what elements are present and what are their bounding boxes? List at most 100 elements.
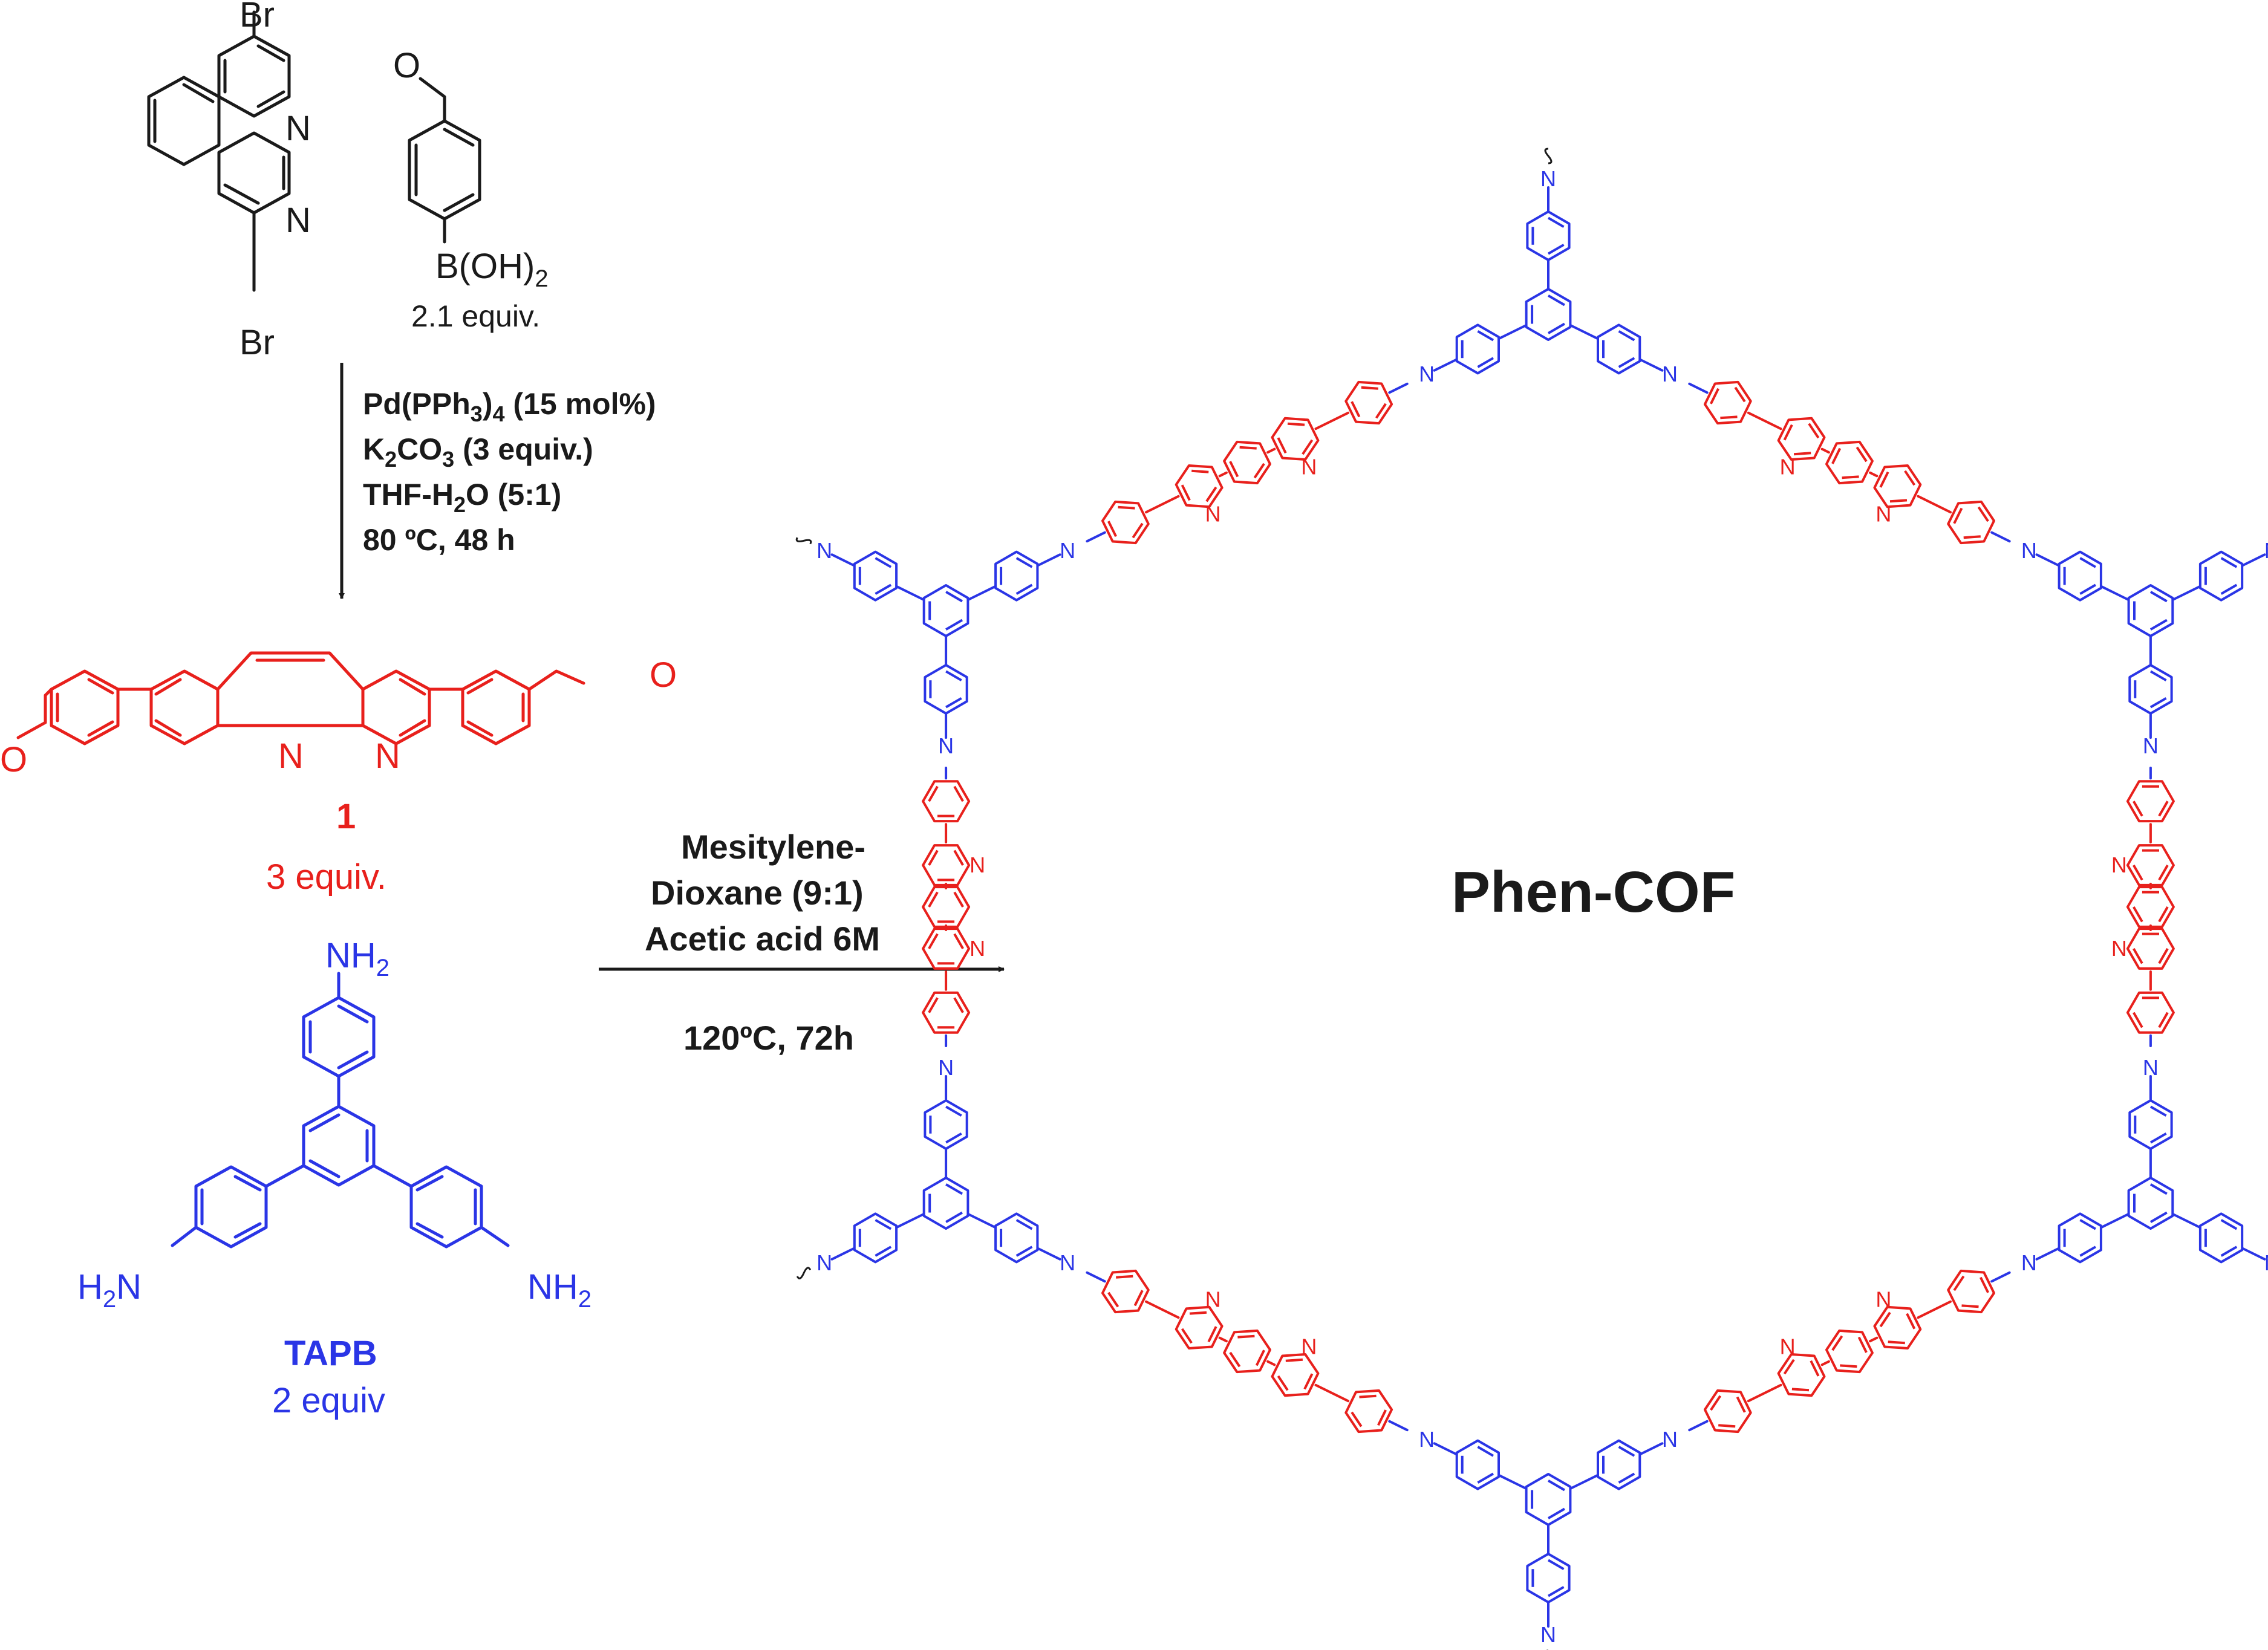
- tapb-core-ring-double-bond: [2149, 1211, 2168, 1223]
- condition-base: K2CO3 (3 equiv.): [363, 432, 593, 472]
- tapb-phenyl-ring-double-bond: [1547, 1586, 1565, 1597]
- amine-group-top: NH2: [325, 936, 389, 981]
- condition-acid: Acetic acid 6M: [645, 920, 880, 958]
- tapb-core-ring: [922, 1177, 969, 1230]
- nitrogen-atom: N: [1205, 502, 1221, 527]
- tapb-phenyl-ring-double-bond: [2079, 1219, 2096, 1230]
- bond: [967, 585, 996, 601]
- linker-ring-double-bond: [1980, 1276, 1989, 1293]
- nitrogen-atom: N: [816, 538, 832, 563]
- linker-ring-double-bond: [1361, 386, 1378, 390]
- phenanthroline-central-ring-double-bond: [2158, 906, 2169, 923]
- bond: [1145, 495, 1180, 514]
- bond: [1990, 1271, 2011, 1283]
- tapb-phenyl-ring-double-bond: [1015, 1219, 1033, 1230]
- linker-ring: [1873, 464, 1922, 508]
- linker-ring-double-bond: [2133, 801, 2143, 817]
- nitrogen-atom: N: [2021, 538, 2037, 563]
- nitrogen-atom: N: [1662, 362, 1678, 386]
- condition-solvent: THF-H2O (5:1): [363, 478, 561, 517]
- phenanthroline-central-ring-double-bond: [1857, 1336, 1868, 1353]
- linker-ring-double-bond: [2133, 947, 2143, 964]
- nitrogen-atom: N: [2143, 733, 2159, 758]
- tapb-phenyl-ring: [2128, 1099, 2173, 1150]
- tapb-phenyl-ring-double-bond: [1015, 1246, 1033, 1257]
- linker-ring-double-bond: [1107, 521, 1117, 538]
- linker-ring: [2126, 927, 2175, 970]
- tapb-phenyl-ring: [1597, 1439, 1641, 1490]
- phenanthroline-central-ring: [922, 886, 971, 928]
- linker-ring-double-bond: [1734, 386, 1746, 403]
- linker-ring-double-bond: [1888, 1340, 1905, 1345]
- tapb-phenyl-ring: [994, 1212, 1039, 1264]
- tapb-phenyl-ring-double-bond: [1618, 1472, 1635, 1484]
- bond: [1820, 1360, 1830, 1366]
- tapb-core-ring-double-bond: [945, 1183, 963, 1195]
- phenanthroline-central-ring: [1223, 1329, 1271, 1374]
- linker-ring-double-bond: [1791, 1388, 1810, 1392]
- bond: [1388, 1420, 1409, 1432]
- linker-ring: [1777, 417, 1826, 461]
- bond: [1037, 553, 1061, 567]
- compound-1-label: 1: [336, 797, 356, 836]
- linker-ring-double-bond: [1783, 1359, 1795, 1375]
- bond: [1314, 1383, 1350, 1403]
- tapb-phenyl-ring-double-bond: [2149, 1105, 2167, 1117]
- phenanthroline-central-ring: [1223, 440, 1271, 485]
- linker-ring-double-bond: [1953, 1275, 1965, 1291]
- bond: [1869, 471, 1879, 478]
- tapb-phenyl-ring: [994, 550, 1039, 602]
- bond: [2241, 553, 2266, 567]
- linker-ring-double-bond: [1302, 439, 1314, 455]
- linker-ring: [1947, 1269, 1995, 1314]
- boronic-acid-group: B(OH)2: [435, 247, 549, 292]
- linker-ring: [1101, 1269, 1150, 1314]
- bond: [1498, 324, 1527, 340]
- tapb-phenyl-ring-double-bond: [2079, 1246, 2096, 1257]
- linker-ring-double-bond: [1277, 1375, 1289, 1391]
- tapb-phenyl-ring-double-bond: [875, 1219, 892, 1230]
- bond: [1917, 1300, 1952, 1319]
- nitrogen-atom: N: [938, 1055, 954, 1080]
- bond: [1569, 324, 1598, 340]
- bond: [1639, 359, 1664, 372]
- bond: [2035, 1247, 2060, 1261]
- linker-ring-double-bond: [953, 933, 964, 950]
- bond: [1747, 1383, 1782, 1403]
- tapb-phenyl-ring: [1455, 1439, 1500, 1490]
- condition-solvent-1: Mesitylene-: [681, 828, 865, 866]
- tapb-phenyl-ring-double-bond: [2220, 557, 2238, 568]
- bond: [1086, 531, 1106, 543]
- tapb-core-ring-double-bond: [2149, 591, 2168, 603]
- tapb-phenyl-ring-double-bond: [2220, 1219, 2238, 1230]
- condition-solvent-2: Dioxane (9:1): [651, 874, 864, 912]
- bond: [1688, 1420, 1709, 1432]
- condition-temperature-time: 80 ºC, 48 h: [363, 523, 515, 557]
- tapb-phenyl-ring: [853, 550, 898, 602]
- bond: [1218, 471, 1228, 478]
- tapb-phenyl-ring-double-bond: [1618, 330, 1635, 342]
- tapb-phenyl-ring-double-bond: [1015, 583, 1033, 595]
- wavy-bond: [1544, 148, 1553, 164]
- linker-ring-double-bond: [1118, 505, 1135, 510]
- linker-ring-double-bond: [1107, 1291, 1119, 1308]
- tapb-core-ring-double-bond: [1547, 1507, 1565, 1519]
- tapb-core-ring-double-bond: [1547, 1479, 1565, 1492]
- linker-ring-double-bond: [1961, 1304, 1979, 1308]
- linker-ring-double-bond: [1285, 1358, 1303, 1362]
- nitrogen-atom: N: [1419, 1427, 1435, 1452]
- linker-ring: [1344, 380, 1393, 425]
- phenanthroline-central-ring-double-bond: [1856, 446, 1868, 463]
- linker-ring-double-bond: [953, 849, 964, 866]
- formylphenylboronic-acid-structure: [408, 77, 481, 244]
- tapb-equiv: 2 equiv: [272, 1381, 385, 1420]
- bond: [2035, 553, 2060, 567]
- nitrogen-atom: N: [1205, 1287, 1221, 1311]
- oxygen-atom: O: [0, 740, 27, 779]
- nitrogen-atom: N: [1540, 1622, 1556, 1647]
- bond: [1314, 411, 1350, 430]
- tapb-phenyl-ring-double-bond: [2220, 1246, 2238, 1257]
- bond: [1433, 1442, 1458, 1455]
- tapb-phenyl-ring-double-bond: [1618, 1446, 1635, 1457]
- phenanthroline-central-ring-double-bond: [953, 891, 964, 908]
